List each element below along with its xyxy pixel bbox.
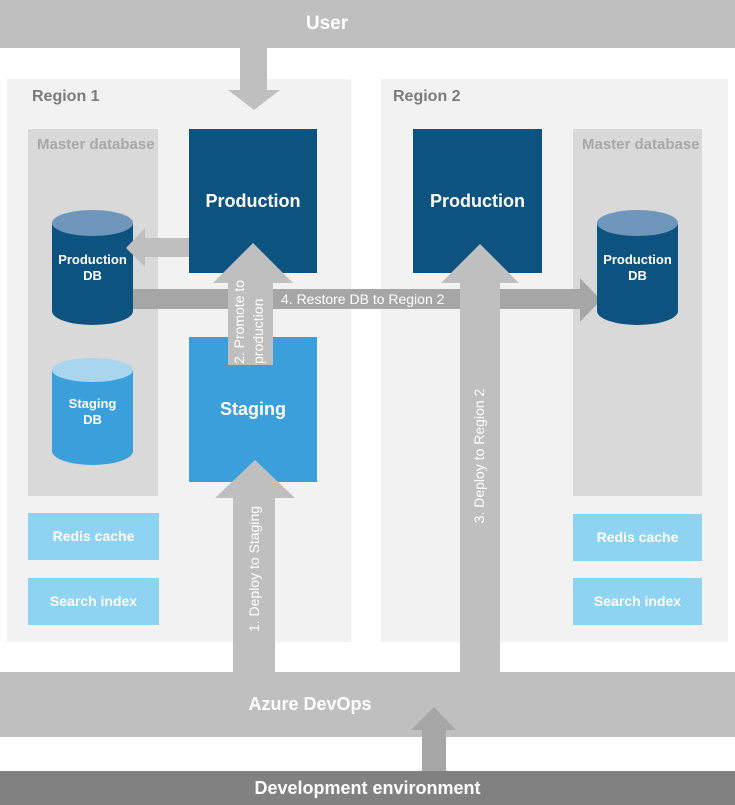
user-banner-label: User	[305, 13, 349, 34]
region2-production-box: Production	[413, 129, 542, 273]
promote-arrow-shaft	[228, 283, 273, 365]
user-arrow-shaft	[240, 48, 267, 90]
dev-to-devops-arrowhead-up	[411, 707, 456, 730]
cylinder-top	[52, 210, 133, 236]
cylinder-body	[52, 370, 133, 465]
region1-production-label: Production	[205, 190, 301, 211]
development-environment-banner-label: Development environment	[254, 778, 481, 798]
region2-title: Region 2	[393, 88, 461, 105]
cylinder-body	[597, 223, 678, 325]
restore-db-arrow-label: 4. Restore DB to Region 2	[281, 291, 445, 307]
region1-staging-db-label: Staging DB	[68, 396, 117, 427]
azure-devops-banner	[0, 672, 735, 737]
deploy-region2-arrowhead-up	[441, 244, 519, 283]
region2-search-index-box: Search index	[573, 578, 702, 625]
cylinder-top	[597, 210, 678, 236]
cylinder-top	[52, 358, 133, 382]
restore-db-arrowhead-right	[580, 278, 601, 322]
promote-arrow-label: 2. Promote to production	[231, 279, 266, 364]
region1-staging-db-cylinder: Staging DB	[52, 358, 133, 465]
region1-master-database-label: Master database	[37, 136, 155, 153]
user-banner	[0, 0, 735, 48]
promote-arrowhead-up	[213, 243, 293, 283]
production-to-db-arrowhead-left	[126, 228, 145, 267]
region1-staging-box: Staging	[189, 337, 317, 482]
user-arrowhead-down	[228, 90, 280, 110]
region2-master-database-label: Master database	[582, 136, 700, 153]
deploy-staging-arrowhead-up	[215, 460, 295, 498]
region1-production-db-cylinder: Production DB	[52, 210, 133, 325]
region1-title: Region 1	[32, 88, 100, 105]
development-environment-banner	[0, 771, 735, 805]
region1-production-db-label: Production DB	[58, 252, 127, 283]
dev-to-devops-arrow-shaft	[422, 730, 446, 771]
azure-devops-banner-label: Azure DevOps	[248, 694, 372, 714]
deploy-region2-arrow-label: 3. Deploy to Region 2	[471, 388, 487, 524]
cylinder-body	[52, 223, 133, 325]
deploy-staging-arrow-shaft	[233, 498, 275, 672]
region2-production-label: Production	[430, 190, 525, 211]
deploy-region2-arrow-shaft	[460, 283, 500, 672]
deploy-staging-arrow-label: 1. Deploy to Staging	[246, 505, 262, 633]
region2-redis-cache-box: Redis cache	[573, 514, 702, 561]
region1-search-index-box: Search index	[28, 578, 159, 625]
region1-staging-label: Staging	[220, 399, 286, 419]
region1-redis-cache-box: Redis cache	[28, 513, 159, 560]
region2-production-db-cylinder: Production DB	[597, 210, 678, 325]
region2-production-db-label: Production DB	[603, 252, 672, 283]
production-to-db-arrow-shaft	[145, 238, 189, 257]
